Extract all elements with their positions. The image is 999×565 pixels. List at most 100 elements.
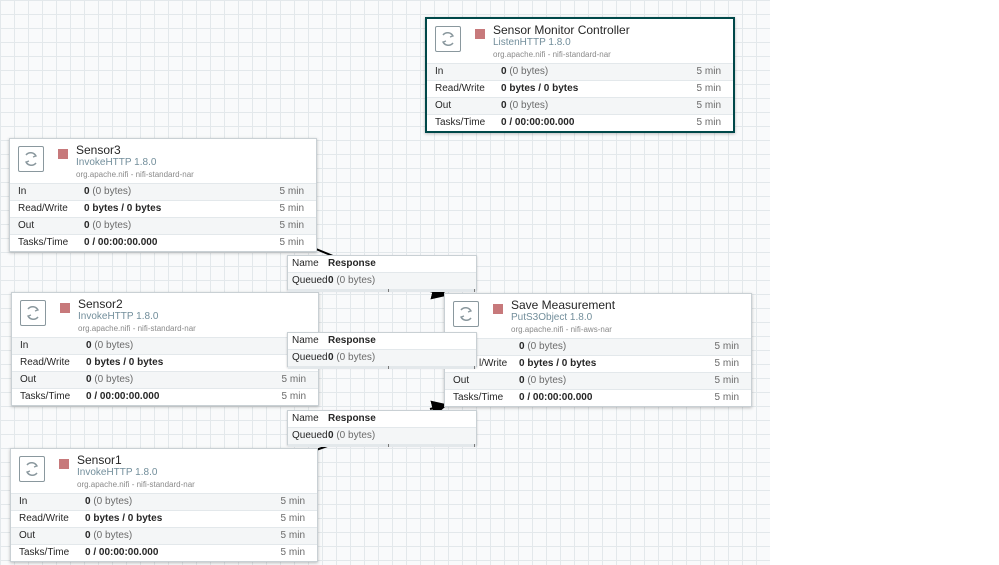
stat-duration: 5 min xyxy=(714,341,739,352)
stat-sub: (0 bytes) xyxy=(93,530,133,541)
stat-label: Tasks/Time xyxy=(20,391,71,402)
stat-duration: 5 min xyxy=(696,117,721,128)
stat-row-out: Out 0 (0 bytes) 5 min xyxy=(11,527,317,544)
processor-sensor1[interactable]: Sensor1 InvokeHTTP 1.8.0 org.apache.nifi… xyxy=(10,448,318,562)
stat-duration: 5 min xyxy=(714,358,739,369)
stat-value: 0 xyxy=(84,186,90,197)
stat-row-tasks-time: Tasks/Time 0 / 00:00:00.000 5 min xyxy=(11,544,317,561)
stat-label: Tasks/Time xyxy=(18,237,69,248)
stat-value: 0 / 00:00:00.000 xyxy=(84,237,158,248)
stat-duration: 5 min xyxy=(280,513,305,524)
stat-duration: 5 min xyxy=(280,547,305,558)
stat-row-read-write: Read/Write 0 bytes / 0 bytes 5 xyxy=(12,354,318,371)
stat-value: 0 xyxy=(501,66,507,77)
connection-name-label: Name xyxy=(292,413,319,424)
stat-value: 0 / 00:00:00.000 xyxy=(86,391,160,402)
processor-icon xyxy=(19,456,45,482)
stat-label: Out xyxy=(19,530,36,541)
stat-sub: (0 bytes) xyxy=(93,496,133,507)
connection-queued-label: Queued xyxy=(292,352,328,363)
stat-value: 0 / 00:00:00.000 xyxy=(85,547,159,558)
processor-save-measurement[interactable]: Save Measurement PutS3Object 1.8.0 org.a… xyxy=(444,293,752,407)
processor-name: Save Measurement xyxy=(511,298,616,312)
queue-progress-bar xyxy=(288,444,476,447)
connection-label-sensor2[interactable]: Name Response Queued 0 (0 bytes) xyxy=(287,332,477,369)
connection-line-sensor3[interactable] xyxy=(315,248,334,257)
queue-progress-bar xyxy=(288,366,476,369)
connection-queued-label: Queued xyxy=(292,430,328,441)
connection-queued-row: Queued 0 (0 bytes) xyxy=(288,272,476,289)
stat-duration: 5 min xyxy=(279,220,304,231)
stat-value: 0 bytes / 0 bytes xyxy=(84,203,162,214)
queued-size: (0 bytes) xyxy=(336,352,376,363)
stat-row-read-write: Read/Write 0 bytes / 0 bytes 5 min xyxy=(427,80,733,97)
stat-row-out: Out 0 (0 bytes) 5 min xyxy=(10,217,316,234)
stat-label: In xyxy=(19,496,28,507)
stat-row-out: Out 0 (0 bytes) 5 min xyxy=(427,97,733,114)
stat-value: 0 xyxy=(84,220,90,231)
stat-label: Read/Write xyxy=(19,513,69,524)
stat-duration: 5 min xyxy=(281,374,306,385)
connection-name-label: Name xyxy=(292,258,319,269)
queue-progress-bar xyxy=(288,289,476,292)
stat-row-tasks-time: Tasks/Time 0 / 00:00:00.000 5 min xyxy=(10,234,316,251)
processor-bundle: org.apache.nifi - nifi-standard-nar xyxy=(77,480,195,489)
connection-label-sensor1[interactable]: Name Response Queued 0 (0 bytes) xyxy=(287,410,477,447)
processor-bundle: org.apache.nifi - nifi-standard-nar xyxy=(493,50,611,59)
connection-name: Response xyxy=(328,258,376,269)
queued-size: (0 bytes) xyxy=(336,430,376,441)
stat-value: 0 bytes / 0 bytes xyxy=(86,357,164,368)
stat-sub: (0 bytes) xyxy=(92,186,132,197)
connection-name: Response xyxy=(328,413,376,424)
stopped-icon xyxy=(475,29,485,39)
stat-row-in: 0 (0 bytes) 5 min xyxy=(445,338,751,355)
stat-label: Read/Write xyxy=(18,203,68,214)
processor-sensor2[interactable]: Sensor2 InvokeHTTP 1.8.0 org.apache.nifi… xyxy=(11,292,319,406)
stat-row-in: In 0 (0 bytes) 5 xyxy=(12,337,318,354)
stat-row-tasks-time: Tasks/Time 0 / 00:00:00.000 5 min xyxy=(12,388,318,405)
processor-sensor-monitor-controller[interactable]: Sensor Monitor Controller ListenHTTP 1.8… xyxy=(425,17,735,133)
processor-type: InvokeHTTP 1.8.0 xyxy=(77,467,158,478)
stat-label: Out xyxy=(453,375,470,386)
stat-sub: (0 bytes) xyxy=(92,220,132,231)
stat-sub: (0 bytes) xyxy=(94,340,134,351)
processor-type: InvokeHTTP 1.8.0 xyxy=(76,157,157,168)
stat-label: Out xyxy=(18,220,35,231)
processor-name: Sensor2 xyxy=(78,297,123,311)
processor-bundle: org.apache.nifi - nifi-standard-nar xyxy=(76,170,194,179)
stat-label: In xyxy=(20,340,29,351)
stat-row-read-write: Read/Write 0 bytes / 0 bytes 5 min xyxy=(10,200,316,217)
stopped-icon xyxy=(58,149,68,159)
stat-value: 0 / 00:00:00.000 xyxy=(501,117,575,128)
stat-duration: 5 min xyxy=(280,530,305,541)
processor-icon xyxy=(18,146,44,172)
connection-queued-row: Queued 0 (0 bytes) xyxy=(288,349,476,366)
stat-value: 0 xyxy=(85,530,91,541)
stat-row-in: In 0 (0 bytes) 5 min xyxy=(10,183,316,200)
connection-line-sensor1-target[interactable] xyxy=(429,400,448,417)
stat-duration: 5 min xyxy=(279,203,304,214)
stat-duration: 5 min xyxy=(279,186,304,197)
connection-label-sensor3[interactable]: Name Response Queued 0 (0 bytes) xyxy=(287,255,477,292)
stat-row-tasks-time: Tasks/Time 0 / 00:00:00.000 5 min xyxy=(427,114,733,131)
connection-name-row: Name Response xyxy=(288,256,476,272)
stat-row-read-write: Read/Write 0 bytes / 0 bytes 5 min xyxy=(11,510,317,527)
stat-value: 0 bytes / 0 bytes xyxy=(85,513,163,524)
queued-size: (0 bytes) xyxy=(336,275,376,286)
processor-icon xyxy=(20,300,46,326)
stat-label: Tasks/Time xyxy=(435,117,486,128)
connection-queued-row: Queued 0 (0 bytes) xyxy=(288,427,476,444)
stat-sub: (0 bytes) xyxy=(527,375,567,386)
stat-sub: (0 bytes) xyxy=(94,374,134,385)
processor-type: PutS3Object 1.8.0 xyxy=(511,312,593,323)
stat-value: 0 bytes / 0 bytes xyxy=(519,358,597,369)
flow-canvas[interactable]: Sensor Monitor Controller ListenHTTP 1.8… xyxy=(0,0,770,565)
stopped-icon xyxy=(59,459,69,469)
stat-label: Out xyxy=(435,100,452,111)
stat-value: 0 xyxy=(519,375,525,386)
processor-name: Sensor Monitor Controller xyxy=(493,23,630,37)
connection-name-row: Name Response xyxy=(288,411,476,427)
stat-label: Tasks/Time xyxy=(453,392,504,403)
processor-sensor3[interactable]: Sensor3 InvokeHTTP 1.8.0 org.apache.nifi… xyxy=(9,138,317,252)
stat-row-in: In 0 (0 bytes) 5 min xyxy=(11,493,317,510)
